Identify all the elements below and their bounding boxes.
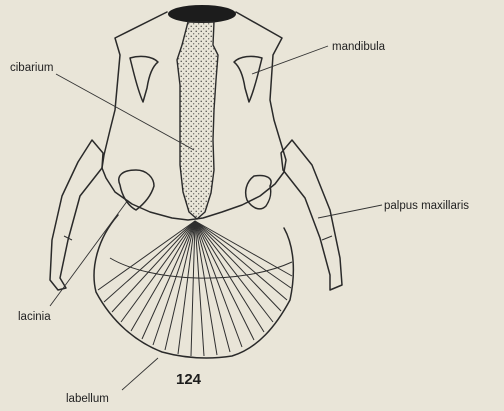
- pseudotracheae: [98, 221, 292, 356]
- leader-cibarium: [56, 74, 194, 150]
- label-labellum: labellum: [66, 393, 109, 405]
- leader-mandibula: [252, 46, 328, 74]
- cibarium-shape: [177, 22, 218, 219]
- occipital-opening: [168, 5, 236, 23]
- leader-lacinia: [50, 200, 128, 306]
- figure-number: 124: [176, 371, 202, 388]
- mandibula-left: [130, 56, 158, 102]
- mandibula-right: [234, 56, 262, 102]
- label-palpus-maxillaris: palpus maxillaris: [384, 200, 469, 212]
- label-mandibula: mandibula: [332, 41, 386, 53]
- leader-palpus-maxillaris: [318, 205, 382, 218]
- label-cibarium: cibarium: [10, 62, 53, 74]
- label-lacinia: lacinia: [18, 311, 51, 323]
- lacinia-right: [246, 175, 271, 208]
- palp-right-segment: [322, 236, 332, 240]
- lacinia-left: [119, 170, 154, 210]
- labellum-outline: [94, 215, 293, 358]
- leader-labellum: [122, 358, 158, 390]
